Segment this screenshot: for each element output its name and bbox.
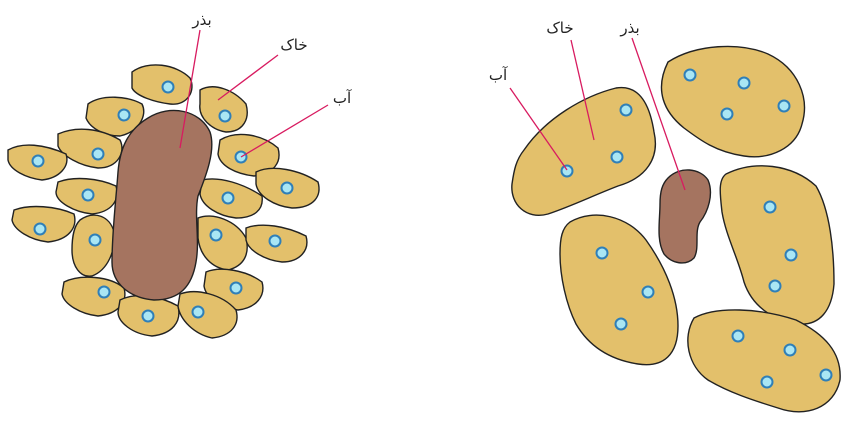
water-droplet <box>143 311 154 322</box>
soil-particle <box>688 310 840 412</box>
left-panel-compact-soil: بذر خاک آب <box>8 11 352 338</box>
soil-particle <box>720 166 834 324</box>
water-droplet <box>562 166 573 177</box>
water-droplet <box>597 248 608 259</box>
left-label-seed: بذر <box>191 11 211 29</box>
water-droplet <box>621 105 632 116</box>
water-droplet <box>779 101 790 112</box>
water-droplet <box>685 70 696 81</box>
water-droplet <box>163 82 174 93</box>
water-droplet <box>612 152 623 163</box>
left-label-soil: خاک <box>280 36 307 54</box>
water-droplet <box>90 235 101 246</box>
right-seed <box>659 170 710 263</box>
water-droplet <box>762 377 773 388</box>
water-droplet <box>99 287 110 298</box>
water-droplet <box>821 370 832 381</box>
water-droplet <box>722 109 733 120</box>
water-droplet <box>119 110 130 121</box>
water-droplet <box>211 230 222 241</box>
water-droplet <box>231 283 242 294</box>
water-droplet <box>223 193 234 204</box>
water-droplet <box>785 345 796 356</box>
left-soil-pointer <box>218 55 278 100</box>
water-droplet <box>33 156 44 167</box>
water-droplet <box>786 250 797 261</box>
soil-particle <box>198 216 247 270</box>
water-droplet <box>93 149 104 160</box>
left-water-pointer <box>241 105 328 157</box>
right-panel-loose-soil: بذر خاک آب <box>489 19 840 412</box>
water-droplet <box>739 78 750 89</box>
soil-particle <box>62 277 125 316</box>
water-droplet <box>616 319 627 330</box>
water-droplet <box>220 111 231 122</box>
water-droplet <box>282 183 293 194</box>
water-droplet <box>770 281 781 292</box>
water-droplet <box>270 236 281 247</box>
water-droplet <box>643 287 654 298</box>
left-label-water: آب <box>333 89 352 107</box>
water-droplet <box>83 190 94 201</box>
water-droplet <box>35 224 46 235</box>
water-droplet <box>765 202 776 213</box>
right-label-seed: بذر <box>619 19 639 37</box>
water-droplet <box>733 331 744 342</box>
right-label-soil: خاک <box>546 19 573 37</box>
soil-particle <box>132 65 192 104</box>
right-label-water: آب <box>489 66 508 84</box>
water-droplet <box>193 307 204 318</box>
soil-particle <box>200 87 247 132</box>
soil-particle <box>512 88 656 216</box>
left-seed <box>112 110 212 300</box>
